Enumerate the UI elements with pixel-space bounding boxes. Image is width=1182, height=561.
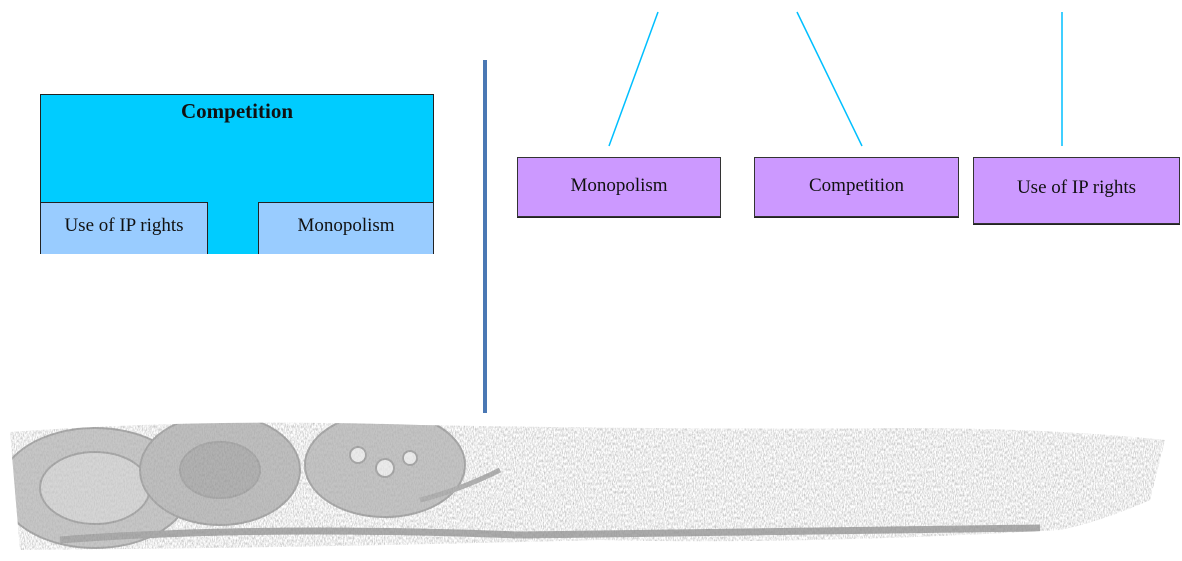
nested-diagram: Competition Use of IP rights Monopolism xyxy=(40,94,434,254)
node-monopolism: Monopolism xyxy=(517,157,721,217)
monopolism-box: Monopolism xyxy=(258,202,434,254)
use-of-ip-rights-box: Use of IP rights xyxy=(40,202,208,254)
competition-title: Competition xyxy=(181,99,293,123)
vertical-divider xyxy=(483,60,487,413)
node-use-of-ip-rights: Use of IP rights xyxy=(973,157,1180,224)
node-competition: Competition xyxy=(754,157,959,217)
